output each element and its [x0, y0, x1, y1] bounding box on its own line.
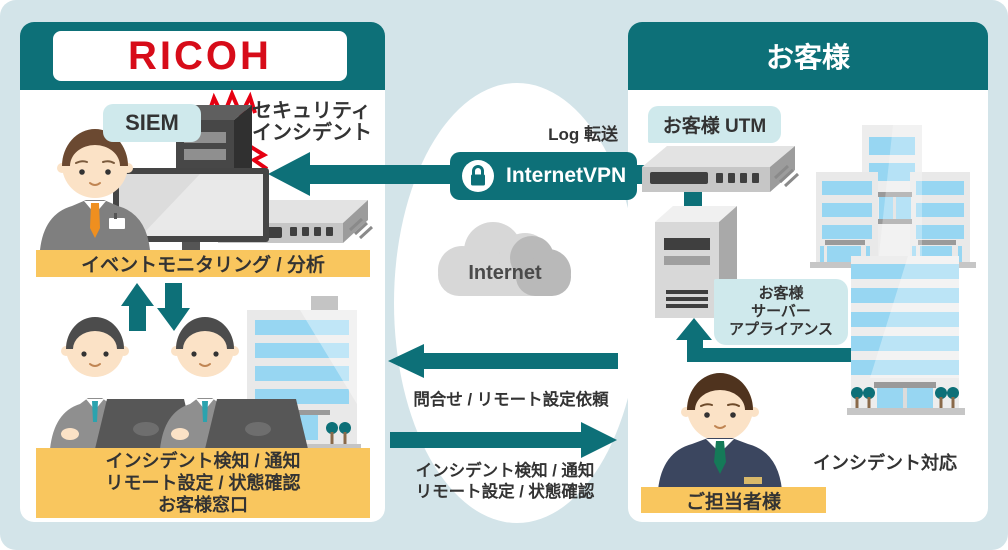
customer-utm-label: お客様 UTM — [648, 106, 781, 143]
inquiry-arrow-caption: 問合せ / リモート設定依頼 — [413, 391, 609, 409]
customer-panel: お客様 — [628, 22, 988, 522]
detection-arrow — [390, 422, 617, 458]
customer-server-label: お客様 サーバー アプライアンス — [714, 279, 848, 345]
detection-arrow-caption: インシデント検知 / 通知 リモート設定 / 状態確認 — [415, 462, 595, 501]
internet-zone-shape — [394, 83, 640, 523]
siem-label: SIEM — [103, 104, 201, 142]
event-monitoring-band: イベントモニタリング / 分析 — [36, 250, 370, 277]
internet-vpn-pill: InternetVPN — [450, 152, 637, 200]
inquiry-arrow — [388, 344, 618, 378]
internet-label: Internet — [468, 262, 542, 284]
internet-vpn-label: InternetVPN — [506, 164, 627, 187]
customer-panel-title: お客様 — [765, 42, 850, 73]
customer-panel-header: お客様 — [628, 22, 988, 90]
log-transfer-label: Log 転送 — [548, 125, 618, 144]
incident-response-label: インシデント対応 — [813, 453, 957, 473]
ricoh-panel-header: RICOH — [20, 22, 385, 90]
lock-icon — [462, 160, 494, 192]
security-incident-label: セキュリティ インシデント — [252, 100, 372, 144]
contact-person-band: ご担当者様 — [641, 487, 826, 513]
incident-detection-band: インシデント検知 / 通知 リモート設定 / 状態確認 お客様窓口 — [36, 448, 370, 518]
ricoh-logo: RICOH — [53, 31, 347, 81]
